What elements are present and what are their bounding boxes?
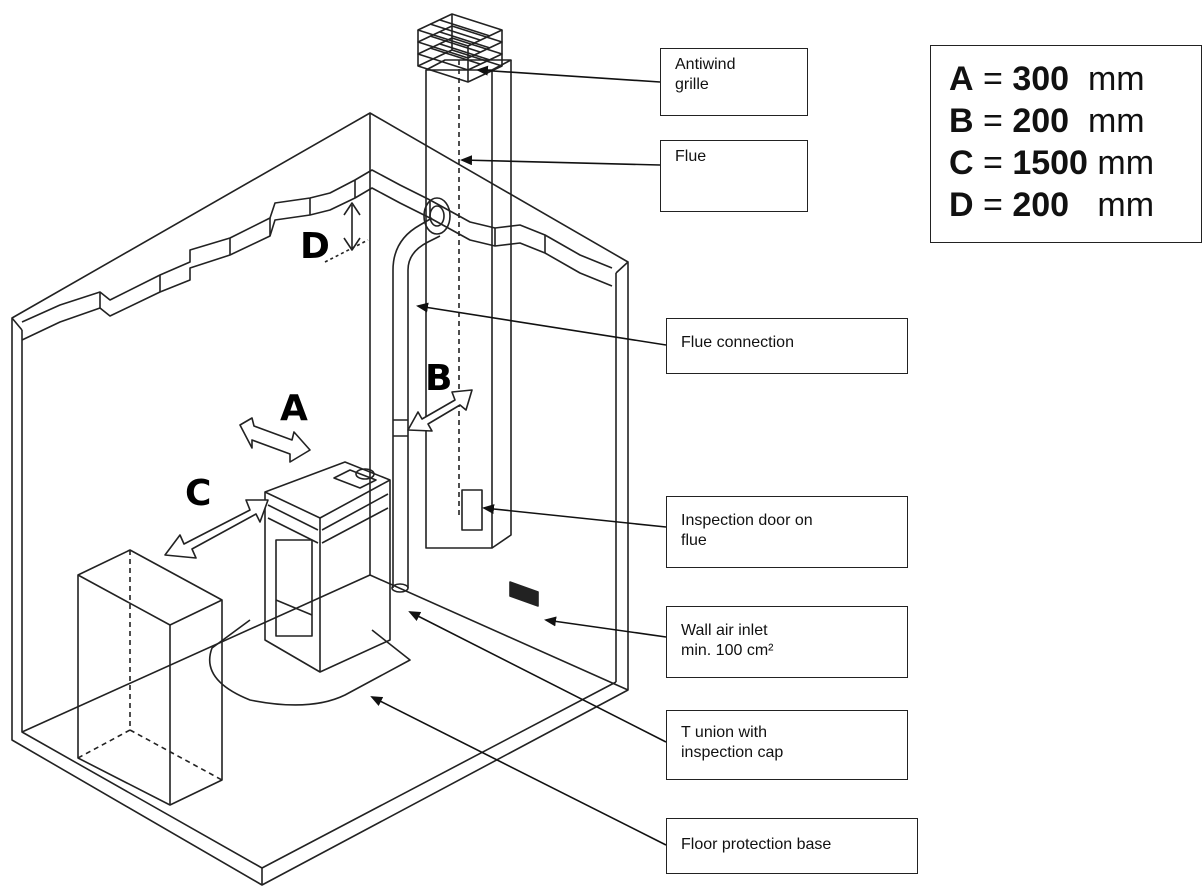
leader-floor-base [370, 696, 667, 846]
leader-t-union [408, 611, 667, 743]
legend-unit: mm [1097, 186, 1155, 224]
callout-floor-base-line1: Floor protection base [681, 836, 832, 853]
wall-air-inlet [509, 581, 539, 607]
legend-eq: = [983, 144, 1003, 182]
legend-eq: = [983, 102, 1003, 140]
legend-value: 300 [1012, 60, 1070, 98]
callout-flue-connection-line1: Flue connection [681, 334, 794, 351]
legend-value: 200 [1012, 186, 1070, 224]
dimension-b-arrow [407, 389, 473, 432]
pellet-stove [264, 461, 391, 673]
legend-key: B [949, 102, 974, 140]
dimension-b-label: B [425, 358, 452, 399]
floor-base [208, 619, 411, 706]
dimension-d-marker [324, 202, 369, 263]
leader-flue [460, 155, 661, 166]
furniture-cabinet [77, 549, 223, 806]
callout-wall-air-inlet: Wall air inlet min. 100 cm² [666, 606, 908, 678]
callout-antiwind-line1: Antiwind [675, 56, 736, 73]
callout-flue: Flue [660, 140, 808, 212]
legend-row-b: B = 200 mm [949, 100, 1201, 142]
legend-key: A [949, 60, 974, 98]
callout-t-union-line2: inspection cap [681, 744, 784, 761]
legend-row-d: D = 200 mm [949, 184, 1201, 226]
legend-key: C [949, 144, 974, 182]
antiwind-grille [417, 13, 503, 83]
dimension-c-label: C [185, 473, 211, 514]
callout-flue-connection: Flue connection [666, 318, 908, 374]
legend-eq: = [983, 186, 1003, 224]
callout-floor-base: Floor protection base [666, 818, 918, 874]
callout-flue-line1: Flue [675, 148, 707, 165]
dimension-a-label: A [280, 388, 308, 429]
leader-flue-connection [416, 302, 667, 346]
ceiling-cornice [21, 169, 613, 341]
leader-lines [370, 65, 667, 846]
legend-value: 200 [1012, 102, 1070, 140]
legend-unit: mm [1097, 144, 1155, 182]
flue-chimney [425, 59, 512, 549]
dimension-a-arrow [239, 417, 311, 463]
callout-wall-air-inlet-line1: Wall air inlet [681, 622, 768, 639]
callout-inspection-door-line2: flue [681, 532, 707, 549]
leader-inspection-door [482, 504, 667, 528]
dimension-d-label: D [300, 226, 330, 267]
dimension-legend: A = 300 mm B = 200 mm C = 1500 mm D = 20… [930, 45, 1202, 243]
callout-wall-air-inlet-line2: min. 100 cm² [681, 642, 774, 659]
callout-t-union-line1: T union with [681, 724, 767, 741]
legend-unit: mm [1087, 60, 1145, 98]
legend-row-c: C = 1500 mm [949, 142, 1201, 184]
leader-wall-air-inlet [544, 616, 667, 638]
legend-value: 1500 [1012, 144, 1088, 182]
callout-inspection-door-line1: Inspection door on [681, 512, 813, 529]
dimension-c-arrow [164, 499, 269, 559]
legend-key: D [949, 186, 974, 224]
callout-inspection-door: Inspection door on flue [666, 496, 908, 568]
inspection-door [461, 489, 483, 531]
legend-row-a: A = 300 mm [949, 58, 1201, 100]
legend-eq: = [983, 60, 1003, 98]
legend-unit: mm [1087, 102, 1145, 140]
callout-antiwind-grille: Antiwind grille [660, 48, 808, 116]
callout-antiwind-line2: grille [675, 76, 709, 93]
leader-antiwind [476, 65, 661, 83]
callout-t-union: T union with inspection cap [666, 710, 908, 780]
flue-pipe [391, 197, 451, 593]
